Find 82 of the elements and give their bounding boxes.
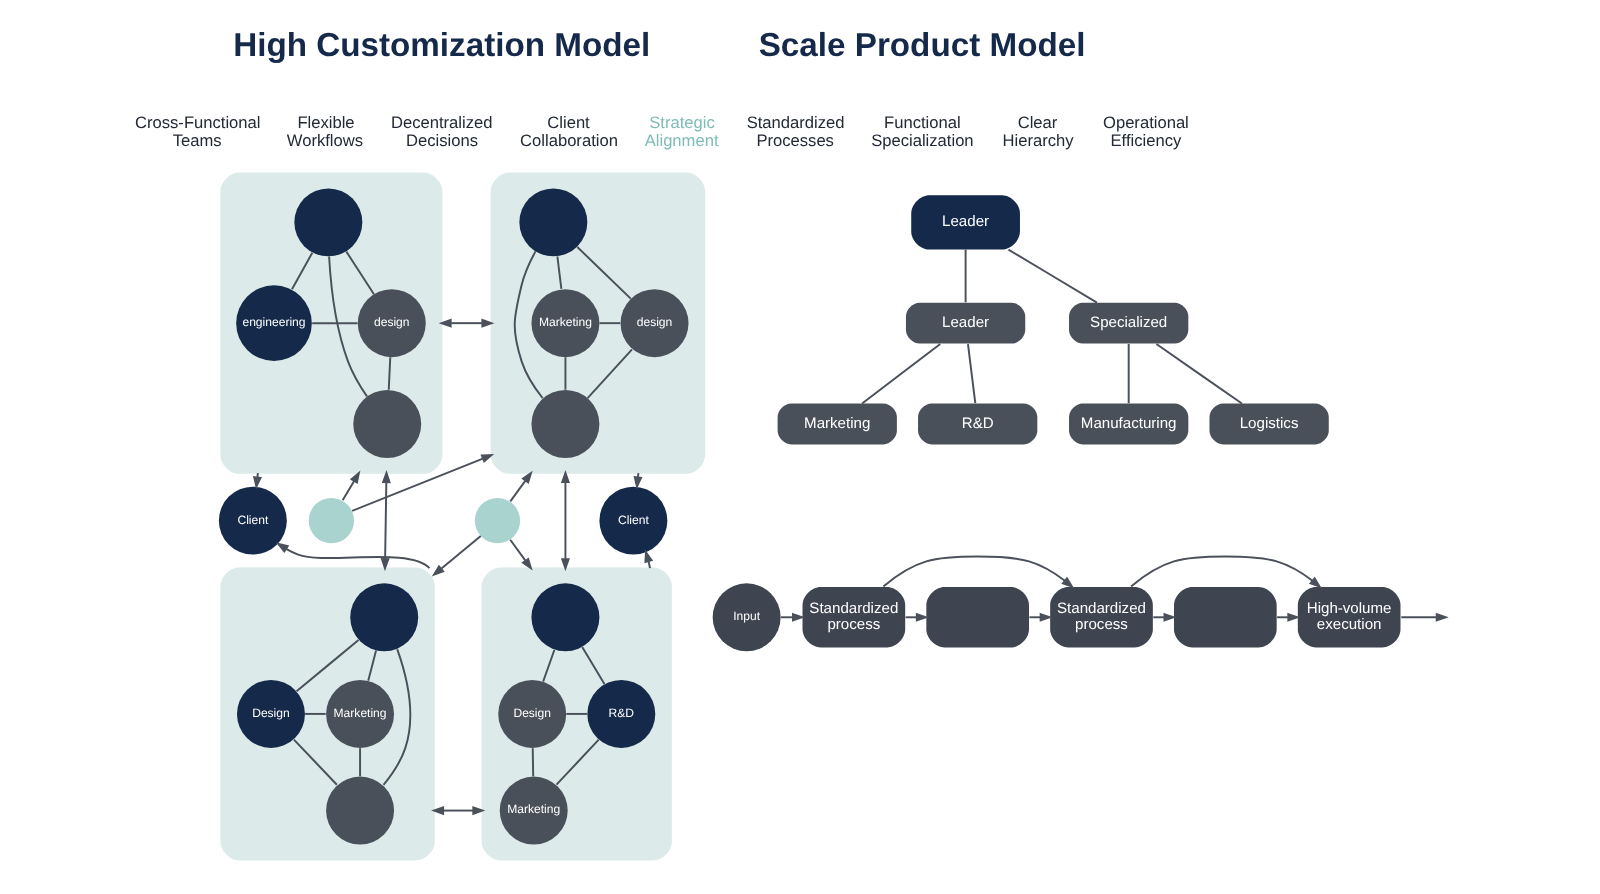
label: Flexible Workflows <box>285 111 363 150</box>
label: Functional Specialization <box>870 111 973 150</box>
node-box: Leader <box>910 195 1019 250</box>
connector <box>541 649 555 683</box>
connector <box>585 348 632 400</box>
node-box: Standardized process <box>801 587 905 648</box>
connector <box>294 639 359 693</box>
arrow <box>430 535 481 577</box>
arrow <box>1275 612 1300 622</box>
node-box: Manufacturing <box>1068 403 1188 445</box>
node-circle <box>352 390 421 458</box>
node-box <box>1173 587 1276 648</box>
arrow <box>430 806 485 816</box>
connector <box>580 645 605 686</box>
node-circle <box>349 583 418 652</box>
arrow <box>274 542 430 570</box>
arrow <box>1399 612 1448 622</box>
connector <box>303 712 326 715</box>
arrow <box>437 318 494 328</box>
connector <box>512 250 543 400</box>
label: Operational Efficiency <box>1102 111 1188 150</box>
connector <box>597 322 621 325</box>
connector <box>358 747 361 778</box>
arrow <box>1027 612 1052 622</box>
node-box: Leader <box>904 302 1025 344</box>
cluster <box>219 567 434 861</box>
node-box: Standardized process <box>1049 587 1152 648</box>
arrow <box>340 470 360 502</box>
cluster <box>489 172 705 474</box>
connector <box>327 255 367 398</box>
connector <box>860 343 941 405</box>
arrow <box>1129 555 1321 589</box>
connector <box>291 738 337 786</box>
node-box: High-volume execution <box>1296 587 1400 648</box>
label: Scale Product Model <box>757 26 1085 65</box>
connector <box>554 738 599 786</box>
arrow <box>508 538 532 571</box>
connector <box>575 246 631 300</box>
connector <box>966 343 976 405</box>
node-circle <box>473 498 520 544</box>
node-box: Logistics <box>1208 403 1328 445</box>
connector <box>1006 248 1097 304</box>
arrow <box>350 454 494 512</box>
node-box <box>925 587 1028 648</box>
connector <box>530 747 534 778</box>
arrow <box>559 470 569 572</box>
label: Client Collaboration <box>519 111 617 150</box>
connector <box>555 255 562 290</box>
node-circle <box>530 390 599 458</box>
connector <box>381 648 411 786</box>
label: Cross-Functional Teams <box>134 111 260 150</box>
connector <box>310 322 358 325</box>
cluster <box>219 172 442 474</box>
label: Strategic Alignment <box>643 111 718 150</box>
arrow <box>779 612 804 622</box>
arrow <box>508 470 532 503</box>
node-circle <box>518 188 587 257</box>
arrow <box>379 470 390 572</box>
connector <box>963 248 966 304</box>
node-circle <box>307 498 353 544</box>
node-circle <box>530 583 599 652</box>
connector <box>1154 343 1242 405</box>
cluster <box>480 567 671 861</box>
label: Clear Hierarchy <box>1001 111 1073 150</box>
label: High Customization Model <box>232 26 650 65</box>
arrow <box>881 555 1074 589</box>
connector <box>1126 343 1129 405</box>
connector <box>386 356 391 391</box>
node-circle <box>293 188 362 257</box>
label: Standardized Processes <box>745 111 844 150</box>
node-box: R&D <box>917 403 1037 445</box>
arrow <box>1151 612 1176 622</box>
connector <box>366 649 377 682</box>
node-box: Marketing <box>776 403 896 445</box>
connector <box>290 251 313 291</box>
node-circle <box>325 776 394 845</box>
connector <box>564 712 587 715</box>
connector <box>563 356 566 391</box>
arrow <box>903 612 928 622</box>
connector <box>344 250 374 296</box>
label: Decentralized Decisions <box>390 111 492 150</box>
node-box: Specialized <box>1068 302 1188 344</box>
